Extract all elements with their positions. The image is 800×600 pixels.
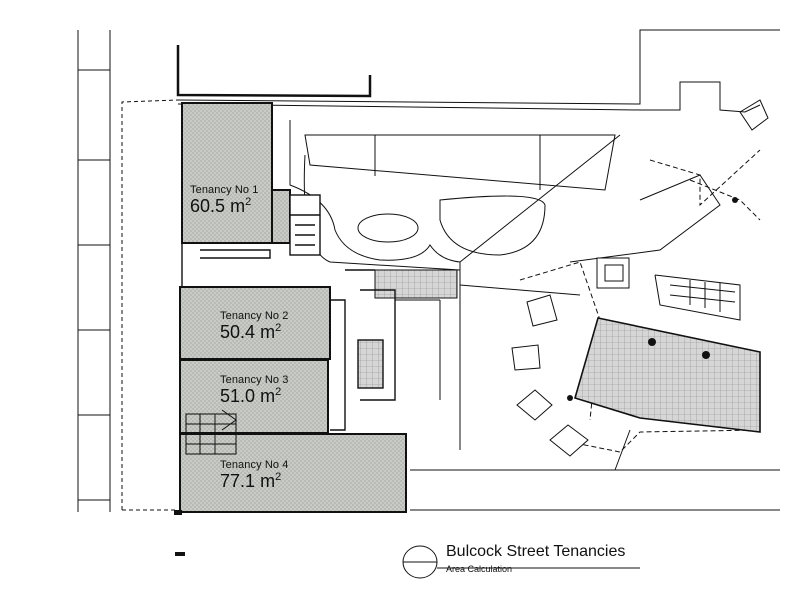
- drawing-title-block: Bulcock Street Tenancies Area Calculatio…: [398, 540, 648, 584]
- walkways: [519, 149, 761, 453]
- tenancy-1-name: Tenancy No 1: [190, 184, 259, 196]
- planter-boxes: [511, 257, 630, 457]
- service-corridor: [181, 194, 396, 431]
- site-boundary: [121, 99, 179, 511]
- tenancy-4-area-value: 77.1 m2: [220, 471, 282, 491]
- structure-lines: [395, 174, 780, 511]
- drawing-title: Bulcock Street Tenancies: [446, 543, 626, 560]
- tenancy-3-area-value: 51.0 m2: [220, 386, 282, 406]
- tenancy-4-name: Tenancy No 4: [220, 459, 289, 471]
- stair-right: [654, 274, 741, 321]
- courtyard-paving: [574, 317, 761, 433]
- tenancy-3-label: Tenancy No 3 51.0 m2: [220, 374, 288, 407]
- tenancy-3-name: Tenancy No 3: [220, 374, 289, 386]
- footpath: [77, 30, 111, 512]
- tenancy-2-name: Tenancy No 2: [220, 310, 289, 322]
- tenancy-4-area: [179, 433, 407, 513]
- tenancy-2-label: Tenancy No 2 50.4 m2: [220, 310, 288, 343]
- tenancy-1-label: Tenancy No 1 60.5 m2: [190, 184, 258, 217]
- drawing-subtitle: Area Calculation: [446, 564, 513, 574]
- entry-paving: [374, 269, 458, 299]
- tenancy-2-area-value: 50.4 m2: [220, 322, 282, 342]
- stair-tenancy-3: [185, 409, 237, 455]
- tenancy-3-area: [179, 359, 329, 434]
- tenancy-1-area: [181, 102, 291, 244]
- garden-beds: [289, 120, 621, 271]
- tenancy-4-label: Tenancy No 4 77.1 m2: [220, 459, 288, 492]
- tenancy-1-area-value: 60.5 m2: [190, 196, 252, 216]
